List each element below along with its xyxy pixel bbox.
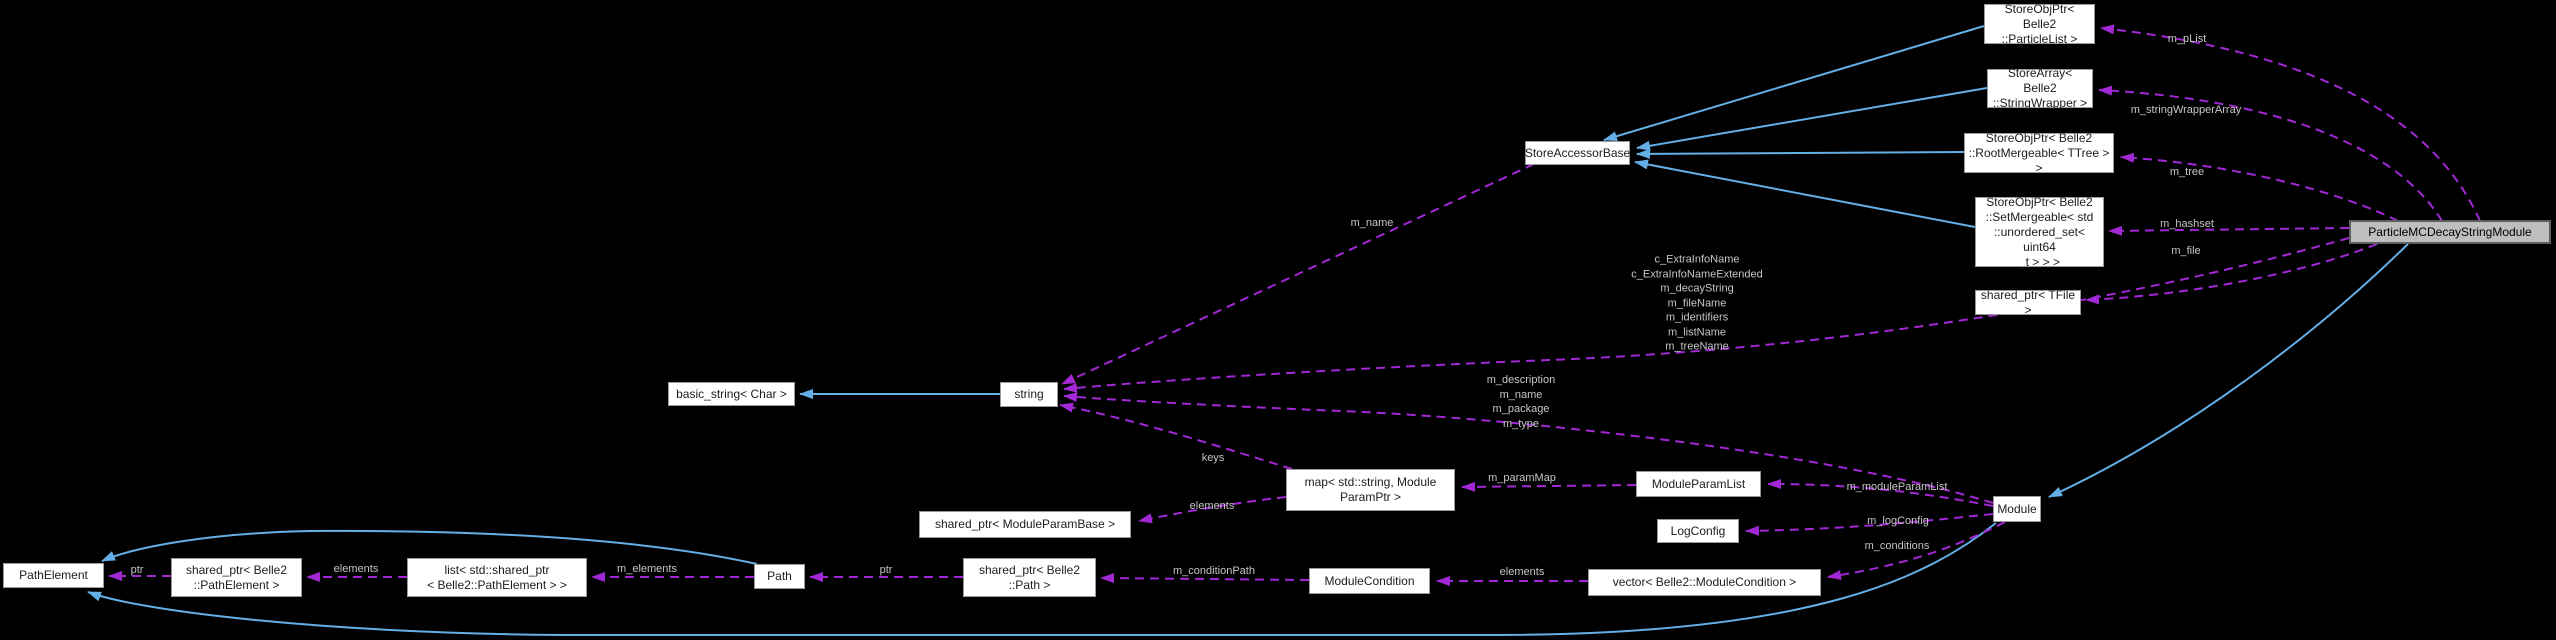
- node-logconfig[interactable]: LogConfig: [1657, 519, 1739, 543]
- edge-usage-m-tree: [2120, 152, 2399, 222]
- edge-usage-elements-map: [1138, 496, 1287, 524]
- node-shared-ptr-path[interactable]: shared_ptr< Belle2 ::Path >: [963, 558, 1096, 597]
- edge-usage-module-string: [1063, 392, 1994, 504]
- node-storeobjptr-rootmergeable[interactable]: StoreObjPtr< Belle2 ::RootMergeable< TTr…: [1964, 131, 2114, 175]
- node-storeobjptr-particlelist[interactable]: StoreObjPtr< Belle2 ::ParticleList >: [1984, 2, 2095, 46]
- edge-usage-m-hashset: [2108, 225, 2350, 236]
- node-list-shared-ptr-pathelement[interactable]: list< std::shared_ptr < Belle2::PathElem…: [407, 558, 587, 597]
- node-shared-ptr-pathelement[interactable]: shared_ptr< Belle2 ::PathElement >: [171, 558, 302, 597]
- edge-inherit-setmergeable-storeaccessorbase: [1634, 159, 1976, 228]
- edge-usage-pmdsm-string: [1063, 237, 2350, 393]
- node-particlemcdecaystringmodule[interactable]: ParticleMCDecayStringModule: [2349, 220, 2551, 244]
- node-path[interactable]: Path: [754, 564, 805, 589]
- node-pathelement[interactable]: PathElement: [3, 563, 104, 588]
- node-basic-string-char[interactable]: basic_string< Char >: [668, 382, 795, 406]
- node-module[interactable]: Module: [1993, 496, 2041, 522]
- edge-usage-m-moduleparamlist: [1767, 479, 1994, 507]
- edge-usage-m-name: [1061, 163, 1535, 385]
- edge-usage-m-stringwrapperarray: [2098, 85, 2443, 222]
- edge-usage-m-conditions: [1827, 521, 2006, 580]
- node-moduleparamlist[interactable]: ModuleParamList: [1636, 471, 1761, 497]
- edge-usage-m-file: [2085, 243, 2378, 305]
- edge-usage-m-parammap: [1461, 481, 1637, 492]
- edge-inherit-pmdsm-module: [2048, 243, 2409, 498]
- node-string[interactable]: string: [1000, 382, 1058, 407]
- edge-usage-m-logconfig: [1745, 513, 1994, 536]
- node-modulecondition[interactable]: ModuleCondition: [1309, 568, 1430, 594]
- node-storeobjptr-setmergeable[interactable]: StoreObjPtr< Belle2 ::SetMergeable< std …: [1975, 195, 2104, 269]
- node-vector-modulecondition[interactable]: vector< Belle2::ModuleCondition >: [1588, 569, 1821, 596]
- edge-inherit-rootmergeable-storeaccessorbase: [1636, 148, 1965, 159]
- node-storearray-stringwrapper[interactable]: StoreArray< Belle2 ::StringWrapper >: [1987, 66, 2093, 110]
- edge-inherit-particlelist-storeaccessorbase: [1603, 25, 1985, 142]
- node-map-string-moduleparamptr[interactable]: map< std::string, Module ParamPtr >: [1286, 469, 1455, 511]
- edge-usage-m-conditionpath: [1100, 573, 1310, 584]
- node-shared-ptr-tfile[interactable]: shared_ptr< TFile >: [1975, 288, 2081, 317]
- edge-usage-m-plist: [2100, 24, 2481, 222]
- node-storeaccessorbase[interactable]: StoreAccessorBase: [1525, 141, 1630, 165]
- edge-inherit-module-pathelement: [87, 522, 1997, 636]
- node-shared-ptr-moduleparambase[interactable]: shared_ptr< ModuleParamBase >: [919, 511, 1131, 538]
- edge-usage-keys: [1059, 402, 1293, 470]
- edge-inherit-path-pathelement: [101, 529, 758, 565]
- edge-inherit-storearray-storeaccessorbase: [1636, 87, 1988, 151]
